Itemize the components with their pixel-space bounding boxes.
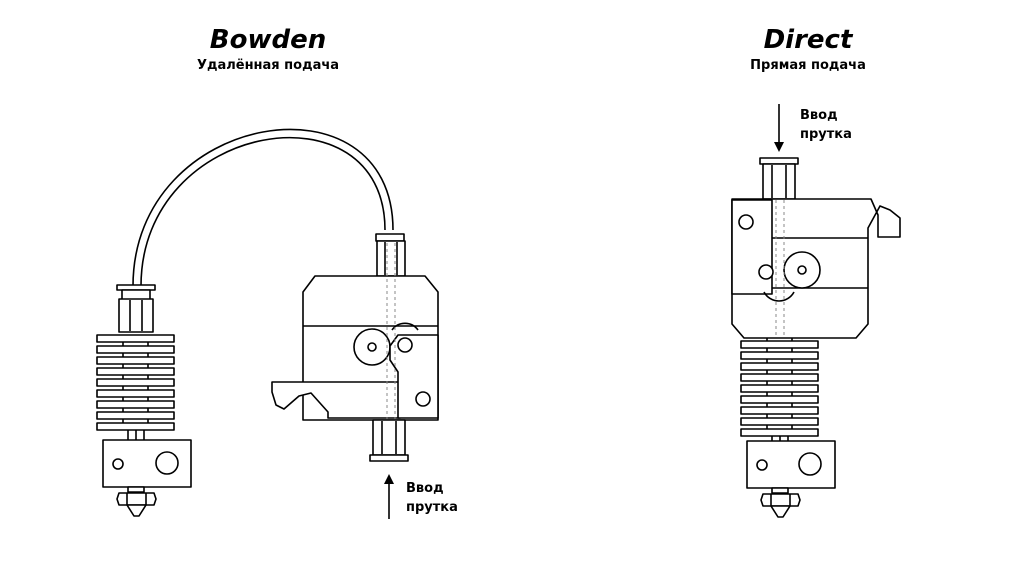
direct-idler-bearing <box>758 264 774 280</box>
mounting-bracket <box>271 381 401 419</box>
bowden-feed-label-line2: прутка <box>406 500 458 515</box>
nozzle-tip <box>126 504 147 517</box>
drive-gear-hub <box>367 342 377 352</box>
direct-coupling-nut <box>762 163 796 200</box>
direct-heater-block-screw-hole <box>756 459 768 471</box>
direct-drive-gear-hub <box>797 265 807 275</box>
bowden-extruder: Ввод прутка <box>271 233 458 519</box>
direct-idler-pivot-hole <box>738 214 754 230</box>
nozzle-hex <box>116 492 157 506</box>
heatsink <box>96 334 175 431</box>
ptfe-tube <box>132 128 394 287</box>
bowden-subtitle: Удалённая подача <box>197 58 339 73</box>
bowden-hotend <box>96 284 192 517</box>
bowden-title: Bowden <box>210 25 326 55</box>
top-coupling-nut <box>376 240 406 277</box>
direct-feed-label-line1: Ввод <box>800 108 838 123</box>
direct-nozzle-hex <box>760 493 801 507</box>
idler-arm <box>389 334 439 419</box>
top-coupling-cap <box>375 233 405 242</box>
direct-heater-cartridge-hole <box>798 452 822 476</box>
direct-title: Direct <box>764 25 854 55</box>
heater-block-screw-hole <box>112 458 124 470</box>
direct-heatsink <box>740 338 819 437</box>
bottom-coupling-nut <box>372 419 406 456</box>
direct-hotend <box>740 338 836 518</box>
direct-idler-arm <box>731 199 773 295</box>
direct-feed-label-line2: прутка <box>800 127 852 142</box>
bottom-coupling-flange <box>369 454 409 462</box>
direct-nozzle-tip <box>770 505 791 518</box>
bowden-section: Bowden Удалённая подача <box>96 25 458 519</box>
direct-subtitle: Прямая подача <box>750 58 866 73</box>
heater-cartridge-hole <box>155 451 179 475</box>
bowden-feed-label-line1: Ввод <box>406 481 444 496</box>
coupling-nut <box>118 298 154 333</box>
idler-bearing <box>397 337 413 353</box>
direct-coupling-flange <box>759 157 799 165</box>
idler-pivot-hole <box>415 391 431 407</box>
direct-extruder <box>731 157 901 339</box>
direct-section: Direct Прямая подача Ввод прутка <box>731 25 901 518</box>
